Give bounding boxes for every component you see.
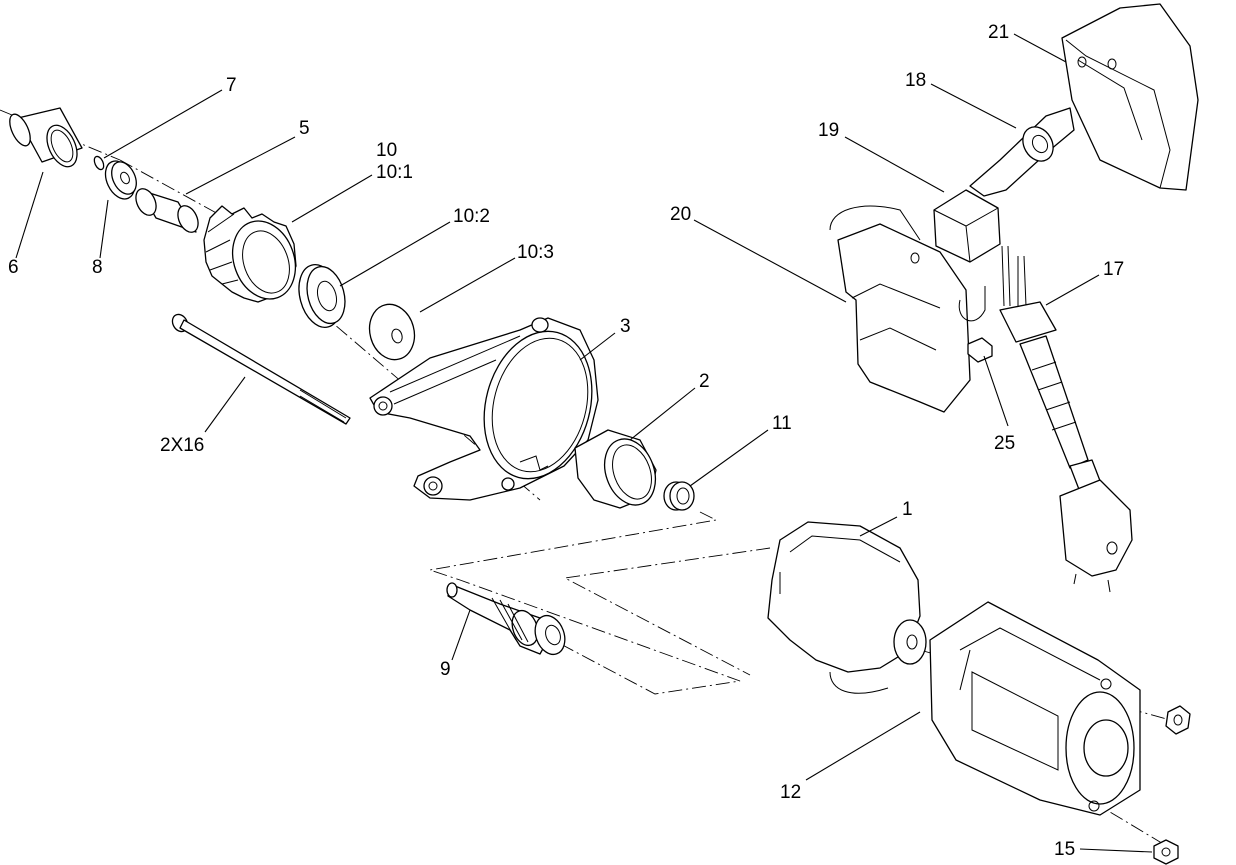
callout-3: 3 [620,316,631,337]
part-9-shaft [446,582,566,656]
callout-5: 5 [299,118,310,139]
part-19-connector [933,189,1001,263]
part-bolt-2x16 [171,313,351,425]
callout-17: 17 [1103,259,1124,280]
part-3-housing [369,317,599,501]
part-8-washer [104,160,137,200]
callout-10-2: 10:2 [453,206,490,227]
callout-9: 9 [440,659,451,680]
callout-6: 6 [8,257,19,278]
callout-15: 15 [1054,839,1075,860]
part-10-3-disc [368,303,416,361]
leader-lines [15,33,1153,853]
part-12-motor [929,601,1141,816]
callout-10-3: 10:3 [517,242,554,263]
callout-18: 18 [905,70,926,91]
part-17-cord-plug [999,245,1133,593]
callout-7: 7 [226,75,237,96]
callout-10: 10 [376,140,397,161]
callout-10-1: 10:1 [376,162,413,183]
callout-labels: 7 5 10 10:1 10:2 10:3 3 2 11 6 8 2X16 9 … [8,22,1124,860]
part-11-grommet [663,481,695,511]
part-5-tube [135,188,199,233]
part-1-motor-cover [767,521,927,694]
part-15-nuts [1153,705,1191,865]
callout-12: 12 [780,782,801,803]
callout-21: 21 [988,22,1009,43]
callout-20: 20 [670,204,691,225]
callout-2: 2 [699,371,710,392]
part-10-2-washer [298,264,346,328]
callout-19: 19 [818,120,839,141]
part-18-boot [969,107,1075,197]
callout-25: 25 [994,433,1015,454]
callout-2x16: 2X16 [160,435,204,456]
part-2-sleeve [574,429,657,509]
callout-11: 11 [772,413,792,434]
part-7-ring [93,155,105,171]
part-10-gear [203,205,297,303]
part-25-block [967,337,993,363]
callout-8: 8 [92,257,103,278]
part-6-sleeve [9,107,83,168]
callout-1: 1 [902,499,913,520]
part-21-cover [1061,3,1199,191]
part-20-switch-housing [829,205,986,413]
